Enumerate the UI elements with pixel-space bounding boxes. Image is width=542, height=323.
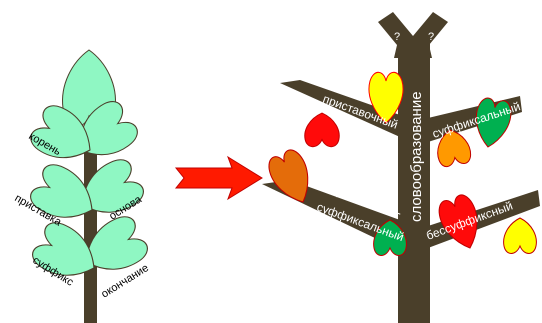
leaf-yellow [368,71,404,124]
right-tree: ? ? словообразование приставочный суффик… [262,12,540,323]
leaf-koren [79,101,138,156]
leaf-green-top [475,97,512,148]
leaf-red-topleft [304,112,340,148]
right-arrow [174,155,263,201]
leaf-okonchanie [32,222,95,276]
top-mark-right: ? [428,31,434,43]
leaf-top-right [30,105,91,159]
tree-fork [378,12,448,58]
leaf-red-bottom [438,194,478,249]
trunk-label: словообразование [408,91,425,222]
left-plant: корень приставка суффикс основа окончани… [13,49,151,323]
leaf-amber [503,217,537,254]
branch-upper-left [280,80,400,137]
leaf-dark-orange [268,149,309,203]
leaf-green-bottom [373,219,407,256]
leaf-osnova [30,164,93,218]
top-mark-left: ? [394,31,400,43]
leaf-suffiks [85,216,148,270]
leaf-orange [437,129,472,167]
leaf-pristavka [81,159,144,213]
plant-stem [84,128,97,323]
